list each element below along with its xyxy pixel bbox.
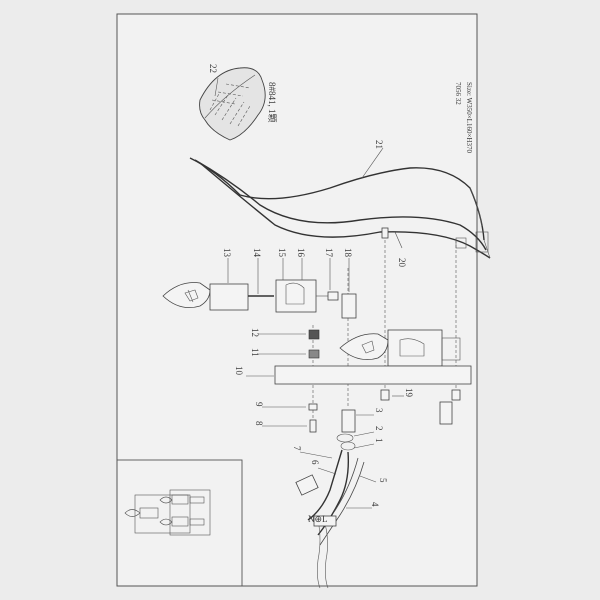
part-11-threaded-nipple <box>308 349 320 359</box>
part-20-bolt <box>381 227 389 239</box>
label-19: 19 <box>404 388 414 398</box>
label-11: 11 <box>250 348 260 357</box>
part-17-block <box>327 291 339 301</box>
leader-22 <box>214 77 219 97</box>
wall-anchor <box>439 401 453 425</box>
socket-drawing <box>275 279 328 313</box>
label-1: 4 <box>370 502 380 507</box>
crystal-spec-text: 8#841, 1颗 <box>267 82 277 123</box>
wiring-label: N⊕L <box>308 514 328 524</box>
label-18: 18 <box>343 248 353 258</box>
leaf-arm-frame-drawing <box>189 157 491 259</box>
label-10: 10 <box>234 366 244 376</box>
label-13: 13 <box>222 248 232 258</box>
label-21: 21 <box>374 140 384 149</box>
label-12: 12 <box>250 328 260 337</box>
label-9: 9 <box>254 402 264 407</box>
part-19-screw-right <box>451 389 461 401</box>
part-18-cup <box>341 293 357 319</box>
label-2: 5 <box>378 478 388 483</box>
model-number: 7056 32 <box>454 82 462 105</box>
label-20: 20 <box>397 258 407 268</box>
label-5: 3 <box>374 408 384 413</box>
label-22: 22 <box>208 64 218 73</box>
part-3-ring <box>340 441 356 451</box>
label-4: 2 <box>374 426 384 431</box>
part-4-ring <box>336 433 354 443</box>
part-12-nut <box>308 329 320 340</box>
part-10-backplate <box>274 365 472 385</box>
label-15: 15 <box>277 248 287 258</box>
label-16: 16 <box>296 248 306 258</box>
label-6: 6 <box>310 460 320 465</box>
candle-bulb-drawing <box>162 282 249 311</box>
part-8-screw <box>309 419 317 433</box>
label-7: 7 <box>292 446 302 451</box>
size-spec: Size: W350×L160×H370 <box>465 82 473 153</box>
part-5-collar <box>341 409 356 433</box>
inset-frame <box>116 459 243 587</box>
candle-lamp-assembly-drawing <box>339 329 461 367</box>
part-19-screw-left <box>380 389 390 401</box>
leader-21 <box>361 147 384 179</box>
label-17: 17 <box>324 248 334 258</box>
part-9-washer <box>308 403 318 411</box>
label-14: 14 <box>252 248 262 258</box>
crystal-leaf-drawing <box>199 67 266 141</box>
label-8: 8 <box>254 421 264 426</box>
inset-lamps-drawing <box>124 489 211 536</box>
label-3: 1 <box>374 438 384 443</box>
wall-arm-drawing <box>295 449 365 589</box>
